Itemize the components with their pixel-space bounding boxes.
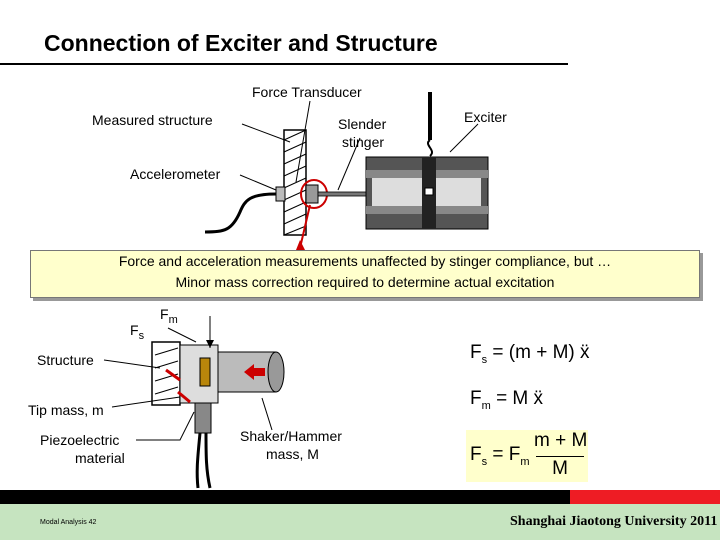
callout-arrow bbox=[299, 204, 311, 249]
shaker-label-line1: Shaker/Hammer bbox=[240, 428, 342, 444]
piezoelectric-element bbox=[199, 357, 211, 387]
exciter-label: Exciter bbox=[464, 109, 507, 125]
equation-numerator: m + M bbox=[534, 430, 588, 451]
page-title: Connection of Exciter and Structure bbox=[44, 30, 438, 56]
fs-label: Fs bbox=[130, 322, 145, 342]
structure-label: Structure bbox=[37, 352, 94, 368]
stinger-label-line2: stinger bbox=[342, 134, 385, 150]
footer-black-band bbox=[0, 490, 570, 504]
shaker-cylinder bbox=[217, 351, 285, 393]
fm-label: Fm bbox=[160, 306, 178, 326]
footer-slide-label: Modal Analysis 42 bbox=[40, 519, 97, 526]
force-transducer bbox=[305, 184, 319, 204]
footer-university: Shanghai Jiaotong University 2011 bbox=[510, 514, 718, 529]
footer-green-band bbox=[0, 504, 720, 540]
force-arrows bbox=[167, 316, 214, 348]
stinger-label-line1: Slender bbox=[338, 116, 387, 132]
equation-ratio-left: Fs = Fm bbox=[470, 444, 530, 468]
accelerometer-label: Accelerometer bbox=[130, 166, 221, 182]
force-transducer-label: Force Transducer bbox=[252, 84, 362, 100]
equation-box: Fs = Fm m + M M bbox=[466, 430, 588, 482]
shaker-label-line2: mass, M bbox=[266, 446, 319, 462]
connector-and-cable bbox=[194, 402, 212, 489]
callout-box: Force and acceleration measurements unaf… bbox=[30, 250, 700, 298]
footer-red-band bbox=[570, 490, 720, 504]
piezo-label-line2: material bbox=[75, 450, 125, 466]
callout-line-2: Minor mass correction required to determ… bbox=[175, 274, 555, 290]
equation-fm: Fm = M ẍ bbox=[470, 388, 544, 412]
title-divider bbox=[0, 63, 568, 65]
bottom-structure-plate bbox=[151, 341, 181, 406]
footer: Modal Analysis 42 Shanghai Jiaotong Univ… bbox=[0, 490, 720, 540]
accelerometer-cable bbox=[204, 192, 277, 234]
accelerometer-sensor bbox=[275, 186, 286, 202]
equation-fs: Fs = (m + M) ẍ bbox=[470, 342, 590, 366]
equation-denominator: M bbox=[552, 458, 568, 479]
callout-line-1: Force and acceleration measurements unaf… bbox=[118, 253, 612, 269]
exciter-body bbox=[365, 156, 489, 230]
piezo-label-line1: Piezoelectric bbox=[40, 432, 120, 448]
tip-mass-label: Tip mass, m bbox=[28, 402, 104, 418]
measured-structure-label: Measured structure bbox=[92, 112, 213, 128]
tip-mass-block bbox=[179, 344, 219, 404]
fraction-bar bbox=[536, 456, 584, 457]
stinger-rod bbox=[317, 191, 367, 197]
